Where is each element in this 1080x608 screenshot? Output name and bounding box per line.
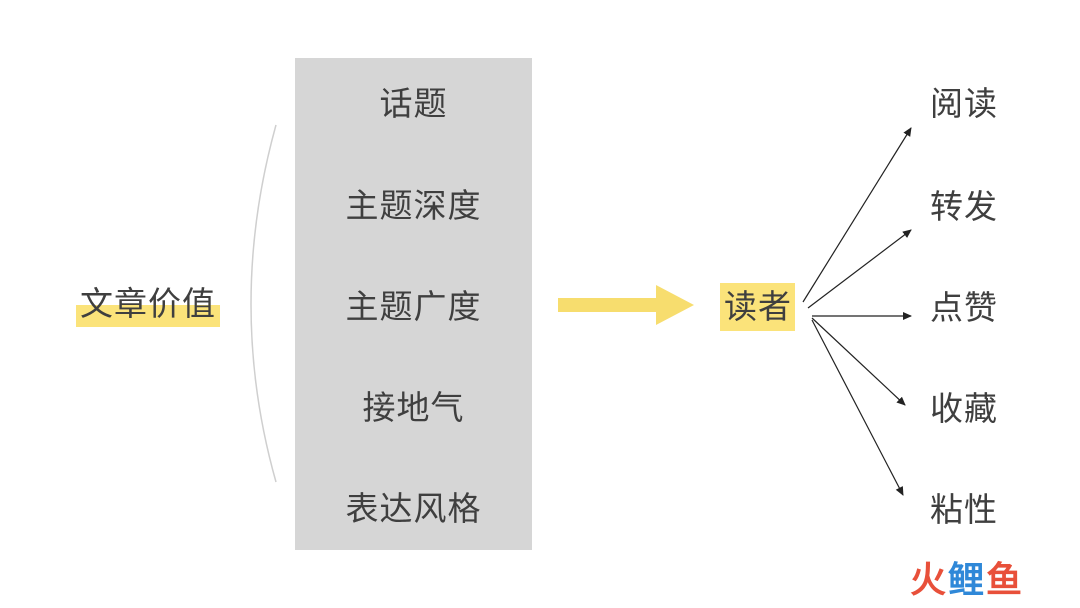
brace-curve	[250, 124, 277, 483]
root-highlight	[76, 305, 220, 327]
brand-char-2: 鲤	[948, 560, 987, 601]
brand-char-1: 火	[910, 560, 949, 601]
factor-style: 表达风格	[345, 489, 482, 528]
main-arrow	[558, 285, 694, 325]
reader-label: 读者	[724, 287, 792, 326]
reader-highlight	[720, 283, 795, 331]
action-favorite: 收藏	[930, 389, 998, 428]
action-share: 转发	[930, 187, 998, 226]
arrow-to-stickiness	[811, 319, 904, 496]
arrow-to-read	[802, 127, 912, 303]
factor-panel	[295, 58, 532, 550]
arrow-to-favorite	[811, 317, 906, 406]
factor-depth: 主题深度	[345, 186, 482, 225]
brand-watermark: 火鲤鱼	[910, 560, 1024, 602]
action-read: 阅读	[930, 84, 998, 123]
factor-topic: 话题	[379, 84, 448, 123]
action-stickiness: 粘性	[930, 490, 998, 529]
action-like: 点赞	[930, 288, 998, 327]
arrow-to-share	[807, 229, 912, 309]
brand-char-3: 鱼	[986, 560, 1025, 601]
root-label: 文章价值	[80, 284, 216, 323]
factor-down-to-earth: 接地气	[362, 388, 465, 427]
factor-breadth: 主题广度	[345, 287, 482, 326]
